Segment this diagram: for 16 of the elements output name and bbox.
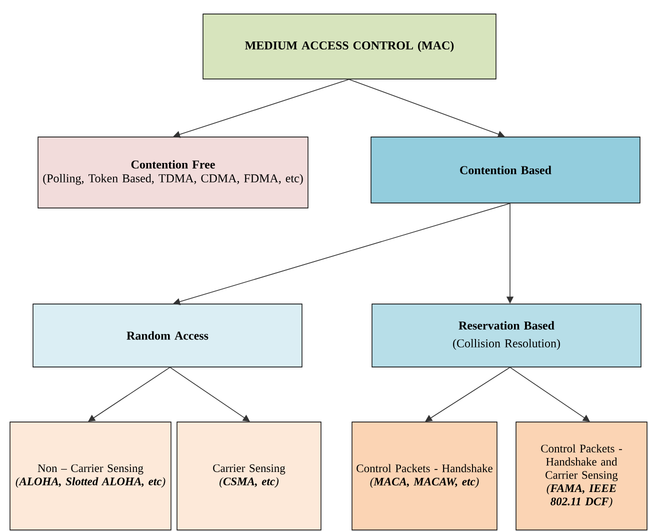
category-box: Carrier Sensing (CSMA, etc) [176, 422, 322, 530]
arrow [173, 78, 350, 138]
category-box: Non – Carrier Sensing (ALOHA, Slotted ALOHA, etc) [10, 422, 172, 530]
arrow [170, 366, 250, 422]
arrow [88, 366, 170, 422]
category-box: Contention Free (Polling, Token Based, TDMA, CDMA, FDMA, etc) [38, 136, 308, 208]
category-box: MEDIUM ACCESS CONTROL (MAC) [202, 14, 496, 80]
arrow [348, 78, 505, 138]
category-box: Control Packets -Handshake and Carrier Sensing (FAMA, IEEE 802.11 DCF) [516, 422, 648, 530]
category-box: Random Access [32, 304, 302, 368]
category-box: Reservation Based (Collision Resolution) [372, 304, 642, 368]
arrow [510, 366, 590, 422]
category-box: Control Packets - Handshake (MACA, MACAW, etc) [352, 422, 498, 530]
arrow [173, 202, 510, 306]
arrow [425, 366, 510, 422]
category-box: Contention Based [370, 136, 640, 204]
